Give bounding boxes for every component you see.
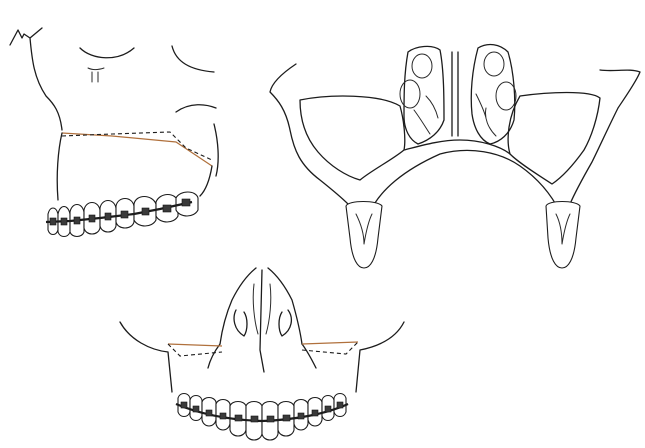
ethmoid-cell [412, 54, 432, 78]
left-maxillary-sinus [300, 96, 405, 180]
ethmoid-cell [400, 80, 420, 108]
frontal-view-panel [120, 268, 404, 440]
nasal-floor [404, 140, 510, 154]
coronal-section-panel [270, 45, 640, 268]
osteotomy-line-right [302, 342, 358, 344]
nasal-bridge-outline [10, 28, 62, 130]
nasal-septum [452, 52, 458, 136]
right-molar [546, 202, 580, 269]
osteotomy-line-left [168, 344, 222, 346]
left-concha [414, 96, 438, 134]
maxilla-frontal-outline [120, 322, 404, 392]
ethmoid-cell [484, 52, 504, 76]
lateral-view-panel [10, 28, 218, 237]
osteotomy-dashed-line [62, 132, 212, 160]
orbit-outline [80, 48, 134, 58]
lacrimal-mark [88, 68, 104, 82]
nasal-aperture [234, 310, 291, 336]
zygoma-outline [172, 46, 214, 72]
frontal-dentition [178, 394, 346, 441]
ethmoid-cell [496, 82, 516, 110]
maxilla-outer-outline [270, 64, 640, 212]
right-concha [476, 94, 496, 136]
maxilla-segment-outline [57, 133, 212, 200]
nasal-septum-frontal [260, 270, 264, 372]
left-molar [346, 202, 382, 269]
left-nasal-wall [404, 46, 444, 144]
right-maxillary-sinus [508, 93, 600, 185]
palatal-arch [370, 150, 560, 212]
